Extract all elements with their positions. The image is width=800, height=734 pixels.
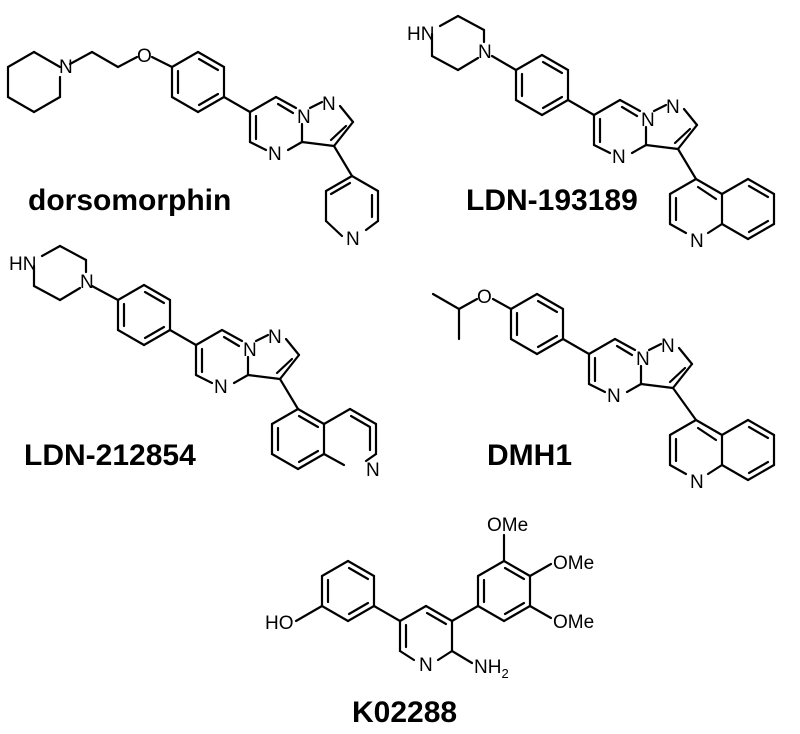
ldn193189-name: LDN-193189 — [466, 184, 638, 217]
dorsomorphin-atom-n-piperidine: N — [59, 57, 73, 78]
dmh1-atom-o-ether: O — [477, 287, 492, 308]
dorsomorphin-atom-n-pyrimidine: N — [268, 144, 282, 165]
k02288-atom-ome1: OMe — [487, 515, 528, 536]
dmh1-atom-n-pyrimidine: N — [607, 386, 621, 407]
k02288-atom-ho: HO — [265, 613, 294, 634]
k02288-atom-nh: NH — [474, 657, 501, 678]
ldn212854-atom-n-pyrimidine: N — [214, 377, 228, 398]
dmh1-atom-n1: N — [636, 349, 650, 370]
k02288-atom-nh2: NH2 — [474, 657, 509, 681]
ldn212854-name: LDN-212854 — [24, 439, 196, 472]
dorsomorphin-atom-o-ether: O — [137, 46, 152, 67]
ldn212854-atom-n-piperazine: N — [80, 272, 94, 293]
ldn193189-atom-n-piperazine: N — [478, 42, 492, 63]
dorsomorphin-atom-n-pyridine: N — [346, 229, 360, 250]
ldn212854-atom-n-quinoline: N — [366, 460, 380, 481]
k02288-atom-ome2: OMe — [553, 553, 594, 574]
k02288-structure: HO OMe OMe OMe N NH2 K02288 — [265, 515, 594, 729]
ldn193189-atom-n-quinoline: N — [690, 231, 704, 252]
dorsomorphin-atom-n2: N — [322, 94, 336, 115]
k02288-atom-ome3: OMe — [553, 612, 594, 633]
ldn193189-atom-n2: N — [666, 97, 680, 118]
dorsomorphin-atom-n1: N — [297, 107, 311, 128]
dmh1-bonds — [431, 292, 776, 482]
ldn212854-atom-n1: N — [243, 340, 257, 361]
ldn212854-bonds — [32, 244, 378, 471]
dmh1-name: DMH1 — [487, 439, 572, 472]
ldn193189-atom-n-pyrimidine: N — [612, 147, 626, 168]
ldn193189-bonds — [430, 14, 776, 241]
ldn193189-atom-n1: N — [641, 110, 655, 131]
ldn193189-atom-hn: HN — [407, 24, 434, 45]
ldn212854-atom-n2: N — [268, 327, 282, 348]
dmh1-atom-n-quinoline: N — [690, 472, 704, 493]
dmh1-structure: O N N N N DMH1 — [431, 287, 776, 493]
ldn193189-structure: HN N N N N N LDN-193189 — [407, 14, 776, 252]
dorsomorphin-structure: N O N N N N dorsomorphin — [6, 46, 380, 250]
k02288-bonds — [294, 533, 553, 665]
dorsomorphin-name: dorsomorphin — [28, 184, 231, 217]
dorsomorphin-bonds — [6, 50, 380, 238]
k02288-atom-n-pyridine: N — [419, 655, 433, 676]
dmh1-atom-n2: N — [661, 336, 675, 357]
k02288-atom-nh-subscript: 2 — [501, 666, 508, 681]
ldn212854-atom-hn: HN — [9, 254, 36, 275]
k02288-name: K02288 — [352, 696, 457, 729]
ldn212854-structure: HN N N N N N LDN-212854 — [9, 244, 380, 481]
